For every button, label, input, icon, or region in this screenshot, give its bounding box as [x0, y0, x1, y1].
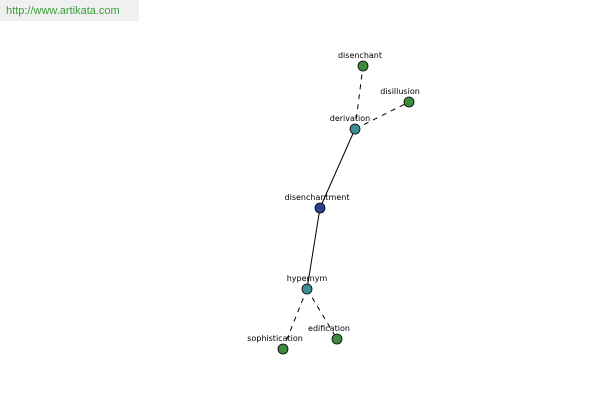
- node-label-sophistication: sophistication: [247, 334, 303, 343]
- node-label-disenchantment: disenchantment: [285, 193, 350, 202]
- watermark-url[interactable]: http://www.artikata.com: [0, 0, 139, 21]
- node-label-disillusion: disillusion: [380, 87, 420, 96]
- node-disenchant[interactable]: disenchant: [338, 51, 382, 72]
- edge-derivation-disenchant: [354, 65, 364, 130]
- node-dot-disenchant[interactable]: [357, 60, 369, 72]
- nodes-layer: disenchantment derivation hypernym disencha…: [247, 51, 420, 355]
- node-dot-hypernym[interactable]: [301, 283, 313, 295]
- node-hypernym[interactable]: hypernym: [287, 274, 328, 295]
- edge-disenchantment-hypernym: [306, 207, 321, 290]
- node-disenchantment[interactable]: disenchantment: [285, 193, 350, 214]
- node-edification[interactable]: edification: [308, 324, 350, 345]
- edge-hypernym-sophistication: [282, 288, 308, 350]
- node-dot-sophistication[interactable]: [277, 343, 289, 355]
- node-derivation[interactable]: derivation: [330, 114, 370, 135]
- node-sophistication[interactable]: sophistication: [247, 334, 303, 355]
- edge-disenchantment-derivation: [319, 128, 356, 209]
- node-label-edification: edification: [308, 324, 350, 333]
- edge-derivation-disillusion: [354, 101, 410, 130]
- node-label-hypernym: hypernym: [287, 274, 328, 283]
- node-label-disenchant: disenchant: [338, 51, 382, 60]
- node-label-derivation: derivation: [330, 114, 370, 123]
- node-dot-derivation[interactable]: [349, 123, 361, 135]
- node-dot-disillusion[interactable]: [403, 96, 415, 108]
- node-dot-disenchantment[interactable]: [314, 202, 326, 214]
- edges-layer: [282, 65, 410, 350]
- node-disillusion[interactable]: disillusion: [380, 87, 420, 108]
- node-dot-edification[interactable]: [331, 333, 343, 345]
